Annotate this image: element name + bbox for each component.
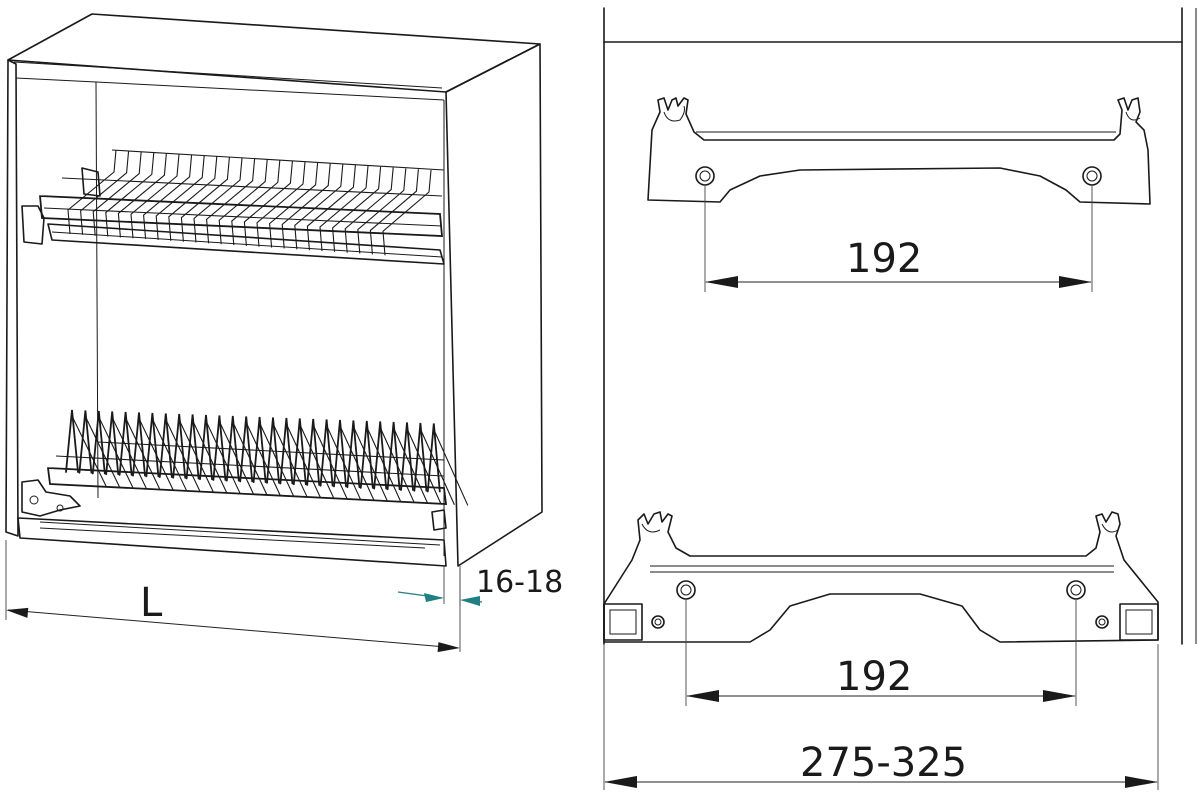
cabinet-right-panel — [445, 43, 543, 567]
lower-left-bracket — [21, 479, 81, 517]
dimension-192-bottom: 192 — [685, 600, 1077, 706]
dimension-thickness: 16-18 — [397, 565, 563, 606]
lower-mounting-bracket — [603, 511, 1159, 643]
upper-left-bracket — [21, 205, 45, 245]
top-spacing-label: 192 — [846, 236, 922, 282]
lower-dish-rack — [21, 409, 469, 531]
dimension-width-L: L — [5, 540, 461, 653]
cabinet-bottom-rail — [17, 517, 447, 567]
width-label: L — [140, 580, 163, 626]
lower-bracket-hole-right — [1066, 580, 1086, 600]
dimension-192-top: 192 — [704, 186, 1093, 292]
bottom-spacing-label: 192 — [836, 654, 912, 700]
depth-label: 275-325 — [800, 740, 967, 786]
side-panel-view: 192 — [603, 7, 1197, 790]
cabinet-view: L 16-18 — [5, 13, 563, 653]
upper-bracket-hole-right — [1082, 166, 1102, 186]
dimension-depth: 275-325 — [603, 644, 1159, 790]
thickness-label: 16-18 — [476, 565, 563, 600]
lower-bracket-hole-left — [676, 580, 696, 600]
cabinet-top-panel — [7, 13, 541, 93]
upper-mounting-bracket — [647, 97, 1151, 205]
upper-dish-rack — [21, 149, 445, 265]
upper-bracket-hole-left — [695, 166, 715, 186]
cabinet-left-panel — [5, 59, 19, 537]
